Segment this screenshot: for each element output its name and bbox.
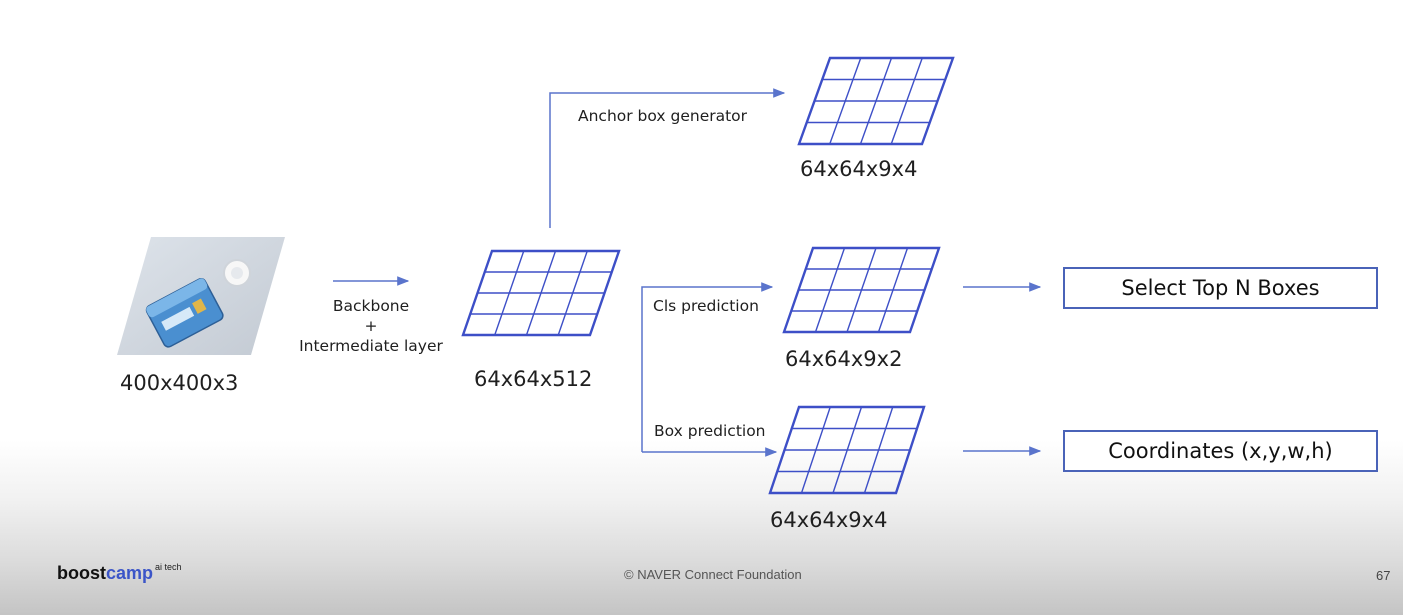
feature-map-size-label: 64x64x512 bbox=[474, 367, 593, 391]
cls-size-label: 64x64x9x2 bbox=[785, 347, 903, 371]
cls-output-grid bbox=[782, 246, 941, 334]
cls-branch-arrow bbox=[641, 282, 774, 452]
cls-prediction-label: Cls prediction bbox=[653, 297, 759, 315]
grid-outline bbox=[782, 246, 941, 334]
copyright-text: © NAVER Connect Foundation bbox=[624, 567, 802, 582]
grid-outline bbox=[768, 405, 926, 495]
feature-map-grid bbox=[461, 249, 621, 337]
grid-column-line bbox=[877, 247, 909, 333]
anchor-output-grid bbox=[797, 56, 955, 146]
input-image bbox=[117, 237, 285, 355]
backbone-label-line2: + bbox=[364, 317, 378, 335]
logo-camp: camp bbox=[106, 563, 154, 583]
logo-boost: boost bbox=[57, 563, 106, 583]
grid-outline bbox=[797, 56, 955, 146]
logo-ai-tech: ai tech bbox=[155, 562, 182, 572]
grid-column-line bbox=[890, 57, 923, 145]
grid-column-line bbox=[863, 406, 894, 494]
box-output-grid bbox=[768, 405, 926, 495]
coordinates-box: Coordinates (x,y,w,h) bbox=[1063, 430, 1378, 472]
anchor-generator-label: Anchor box generator bbox=[578, 107, 748, 125]
grid-outline bbox=[461, 249, 621, 337]
backbone-label: Backbone + Intermediate layer bbox=[296, 296, 446, 356]
backbone-label-line1: Backbone bbox=[332, 297, 410, 315]
page-number: 67 bbox=[1376, 568, 1391, 583]
select-top-n-box: Select Top N Boxes bbox=[1063, 267, 1378, 309]
anchor-branch-arrow bbox=[549, 88, 786, 228]
input-size-label: 400x400x3 bbox=[120, 371, 239, 395]
backbone-label-line3: Intermediate layer bbox=[299, 337, 443, 355]
box-size-label: 64x64x9x4 bbox=[770, 508, 888, 532]
grid-column-line bbox=[557, 250, 588, 336]
anchor-size-label: 64x64x9x4 bbox=[800, 157, 918, 181]
box-prediction-label: Box prediction bbox=[654, 422, 766, 440]
